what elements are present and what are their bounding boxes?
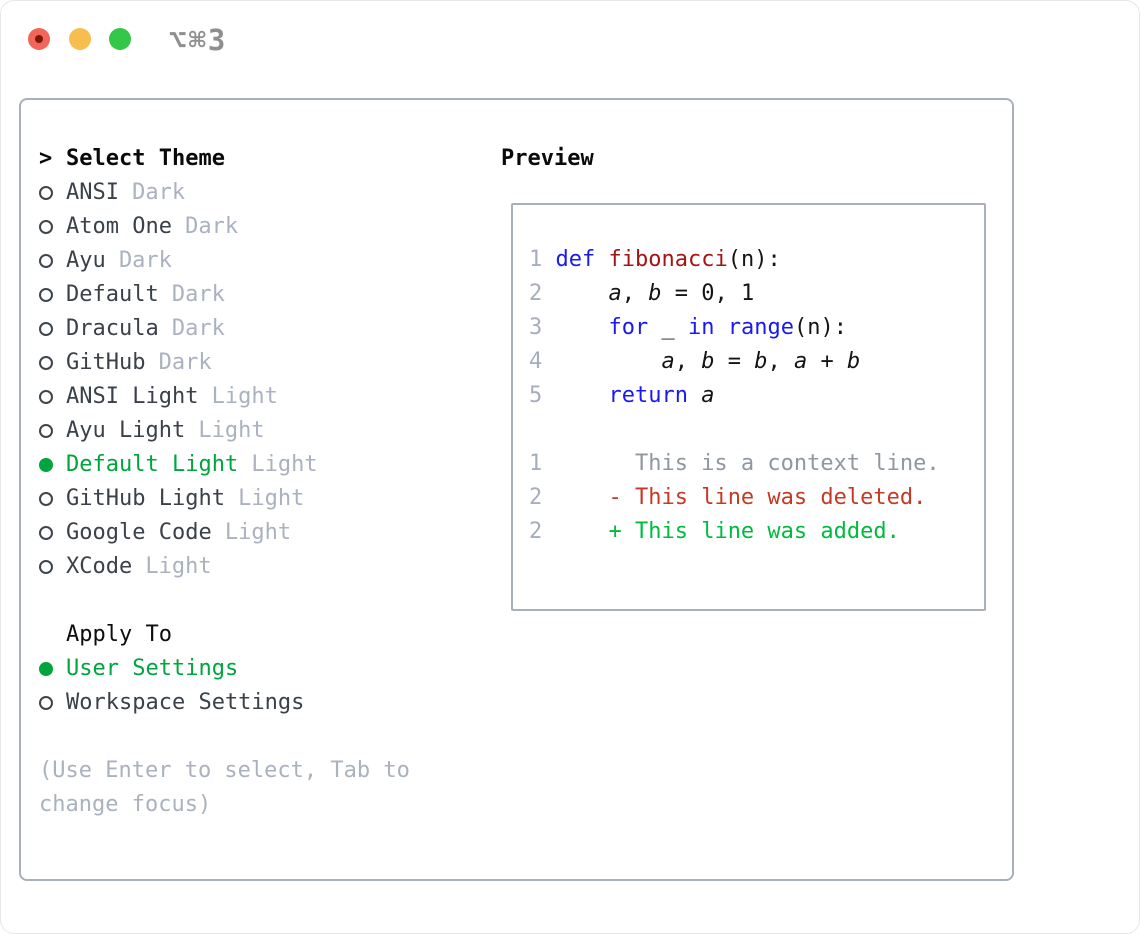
diff-added-line: 2 + This line was added. bbox=[529, 519, 900, 544]
spacer bbox=[39, 584, 501, 618]
code-line: 3 for _ in range(n): bbox=[529, 315, 847, 340]
prompt-icon: > bbox=[39, 146, 53, 171]
theme-option-xcode-light[interactable]: XCode Light bbox=[39, 550, 501, 584]
radio-icon bbox=[39, 356, 53, 370]
keyboard-shortcut-label: ⌥⌘3 bbox=[169, 23, 228, 57]
zoom-button[interactable] bbox=[109, 28, 131, 50]
radio-icon bbox=[39, 254, 53, 268]
theme-option-dracula-dark[interactable]: Dracula Dark bbox=[39, 312, 501, 346]
spacer bbox=[39, 720, 501, 754]
apply-to-title: Apply To bbox=[66, 622, 172, 647]
radio-icon bbox=[39, 696, 53, 710]
titlebar: ⌥⌘3 bbox=[1, 1, 1139, 76]
apply-option-user-settings[interactable]: User Settings bbox=[39, 652, 501, 686]
diff-context-line: 1 This is a context line. bbox=[529, 451, 940, 476]
radio-selected-icon bbox=[39, 662, 53, 676]
minimize-button[interactable] bbox=[69, 28, 91, 50]
code-line: 1 def fibonacci(n): bbox=[529, 247, 781, 272]
select-theme-title: Select Theme bbox=[66, 146, 225, 171]
theme-list: > Select Theme ANSI Dark Atom One Dark A… bbox=[39, 142, 501, 822]
diff-deleted-line: 2 - This line was deleted. bbox=[529, 485, 927, 510]
radio-icon bbox=[39, 560, 53, 574]
radio-selected-icon bbox=[39, 458, 53, 472]
radio-icon bbox=[39, 390, 53, 404]
radio-icon bbox=[39, 424, 53, 438]
radio-icon bbox=[39, 492, 53, 506]
radio-icon bbox=[39, 526, 53, 540]
preview-pane: Preview 1 def fibonacci(n): 2 a, b = 0, … bbox=[501, 142, 1006, 611]
code-line-blank bbox=[529, 413, 974, 447]
theme-option-default-light[interactable]: Default Light Light bbox=[39, 448, 501, 482]
close-button[interactable] bbox=[28, 28, 50, 50]
code-line: 4 a, b = b, a + b bbox=[529, 349, 861, 374]
preview-title: Preview bbox=[501, 146, 594, 171]
apply-to-header: Apply To bbox=[39, 618, 501, 652]
apply-option-workspace-settings[interactable]: Workspace Settings bbox=[39, 686, 501, 720]
theme-option-github-light[interactable]: GitHub Light Light bbox=[39, 482, 501, 516]
theme-option-github-dark[interactable]: GitHub Dark bbox=[39, 346, 501, 380]
code-preview: 1 def fibonacci(n): 2 a, b = 0, 1 3 for … bbox=[511, 203, 986, 611]
code-line: 5 return a bbox=[529, 383, 715, 408]
radio-icon bbox=[39, 288, 53, 302]
radio-icon bbox=[39, 322, 53, 336]
radio-icon bbox=[39, 186, 53, 200]
close-dot-icon bbox=[35, 35, 43, 43]
keyboard-hint: (Use Enter to select, Tab to change focu… bbox=[39, 758, 410, 817]
theme-option-default-dark[interactable]: Default Dark bbox=[39, 278, 501, 312]
theme-option-atom-one-dark[interactable]: Atom One Dark bbox=[39, 210, 501, 244]
theme-option-ayu-light[interactable]: Ayu Light Light bbox=[39, 414, 501, 448]
theme-option-ayu-dark[interactable]: Ayu Dark bbox=[39, 244, 501, 278]
theme-option-ansi-dark[interactable]: ANSI Dark bbox=[39, 176, 501, 210]
theme-option-ansi-light[interactable]: ANSI Light Light bbox=[39, 380, 501, 414]
theme-option-google-code-light[interactable]: Google Code Light bbox=[39, 516, 501, 550]
select-theme-header: > Select Theme bbox=[39, 142, 501, 176]
radio-icon bbox=[39, 220, 53, 234]
theme-picker-panel: > Select Theme ANSI Dark Atom One Dark A… bbox=[19, 98, 1014, 881]
code-line: 2 a, b = 0, 1 bbox=[529, 281, 755, 306]
